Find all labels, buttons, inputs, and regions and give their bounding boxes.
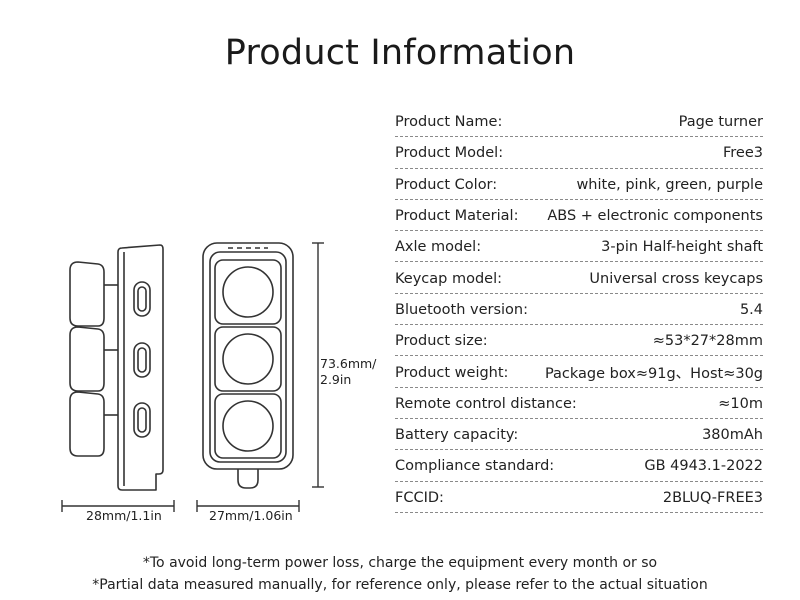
spec-label: Compliance standard: (395, 458, 555, 475)
spec-row: Product Model: Free3 (395, 137, 763, 169)
spec-label: Product Model: (395, 145, 504, 162)
spec-value: Universal cross keycaps (589, 270, 763, 287)
spec-label: Product weight: (395, 364, 509, 381)
spec-value: Package box≈91g、Host≈30g (544, 366, 763, 383)
side-view-body (117, 244, 164, 491)
height-dimension-label: 73.6mm/ 2.9in (320, 356, 376, 388)
spec-row: Remote control distance: ≈10m (395, 388, 763, 419)
footnote-measurement: *Partial data measured manually, for ref… (92, 577, 708, 593)
height-dimension-mm: 73.6mm/ (320, 356, 377, 371)
spec-row: FCCID: 2BLUQ-FREE3 (395, 482, 763, 513)
front-width-dimension-label: 27mm/1.06in (209, 508, 293, 523)
spec-label: Product size: (395, 333, 488, 350)
spec-row: Axle model: 3-pin Half-height shaft (395, 231, 763, 263)
spec-label: Product Color: (395, 176, 498, 193)
spec-row: Keycap model: Universal cross keycaps (395, 262, 763, 294)
spec-value: 2BLUQ-FREE3 (662, 489, 763, 506)
spec-label: Battery capacity: (395, 427, 519, 444)
spec-label: FCCID: (395, 489, 444, 506)
spec-row: Compliance standard: GB 4943.1-2022 (395, 450, 763, 482)
spec-value: white, pink, green, purple (576, 176, 763, 193)
spec-row: Product Material: ABS + electronic compon… (395, 200, 763, 232)
spec-row: Product size: ≈53*27*28mm (395, 325, 763, 357)
spec-value: 380mAh (702, 427, 763, 444)
spec-table: Product Name: Page turner Product Model: F… (395, 106, 763, 513)
footnotes: *To avoid long-term power loss, charge t… (0, 552, 800, 596)
spec-row: Product Name: Page turner (395, 106, 763, 138)
spec-value: 3-pin Half-height shaft (601, 239, 763, 256)
spec-row: Bluetooth version: 5.4 (395, 294, 763, 326)
spec-label: Axle model: (395, 239, 482, 256)
spec-label: Product Name: (395, 114, 503, 131)
front-view-body (202, 242, 294, 489)
spec-row: Battery capacity: 380mAh (395, 419, 763, 451)
spec-value: ≈10m (718, 395, 763, 412)
spec-label: Remote control distance: (395, 395, 577, 412)
height-dimension-in: 2.9in (320, 372, 352, 387)
spec-label: Product Material: (395, 208, 519, 225)
page-title: Product Information (224, 33, 576, 73)
spec-value: ≈53*27*28mm (652, 333, 763, 350)
side-view-keycaps (69, 261, 118, 457)
side-width-dimension-label: 28mm/1.1in (86, 508, 162, 523)
spec-value: GB 4943.1-2022 (644, 458, 763, 475)
spec-label: Keycap model: (395, 270, 502, 287)
spec-row: Product Color: white, pink, green, purple (395, 169, 763, 200)
spec-label: Bluetooth version: (395, 301, 528, 318)
spec-value: Page turner (678, 114, 763, 131)
footnote-charging: *To avoid long-term power loss, charge t… (142, 555, 658, 571)
spec-value: 5.4 (739, 301, 763, 318)
spec-value: ABS + electronic components (547, 208, 763, 225)
spec-row: Product weight: Package box≈91g、Host≈30g (395, 356, 763, 388)
spec-value: Free3 (723, 145, 763, 162)
